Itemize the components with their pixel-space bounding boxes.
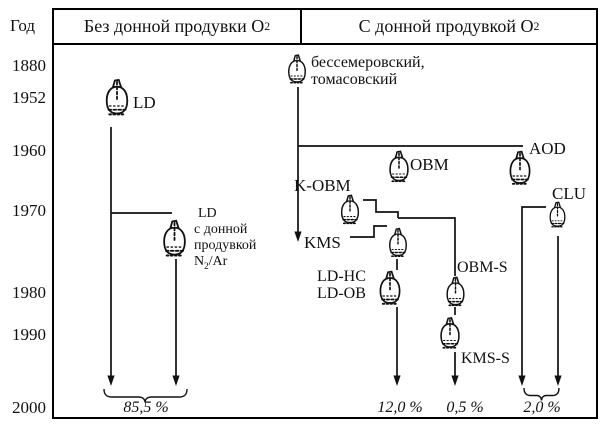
process-label-clu: CLU xyxy=(552,184,586,203)
year-tick-1990: 1990 xyxy=(12,325,46,344)
ld-bottom-line2: с донной xyxy=(194,222,248,237)
year-tick-1880: 1880 xyxy=(12,56,46,75)
percent-ld-family: 12,0 % xyxy=(377,399,423,416)
percent-aod-clu-family: 2,0 % xyxy=(523,399,561,416)
ldhc-ldob-converter-icon xyxy=(375,270,405,308)
ld-bottom-line4: N2/Ar xyxy=(194,254,228,271)
bessemer-line1: бессемеровский, xyxy=(311,54,425,71)
ld-converter-icon xyxy=(102,78,132,119)
process-label-ld: LD xyxy=(133,93,156,112)
obm-converter-icon xyxy=(386,149,412,186)
process-label-ldhc: LD-HC xyxy=(317,268,366,285)
process-label-aod: AOD xyxy=(529,139,566,158)
process-label-obm: OBM xyxy=(410,155,449,174)
column-header-right-text: С донной продувкой O xyxy=(358,16,534,36)
column-header-left-text: Без донной продувки O xyxy=(83,16,265,36)
process-label-kobm: K-OBM xyxy=(294,176,351,195)
year-tick-1960: 1960 xyxy=(12,141,46,160)
clu-converter-icon xyxy=(545,201,570,230)
process-label-bessemer: бессемеровский, томасовский xyxy=(311,54,425,88)
year-tick-2000: 2000 xyxy=(12,398,46,417)
obms-converter-icon xyxy=(441,276,470,309)
bessemer-converter-icon xyxy=(285,52,309,88)
ld-bottom-line3: продувкой xyxy=(194,238,257,253)
percent-no-bottom-blowing: 85,5 % xyxy=(123,399,169,416)
process-label-ld-bottom: LD с донной продувкой N2/Ar xyxy=(194,206,256,274)
ld-bottom-line1: LD xyxy=(198,206,217,221)
oxygen-subscript: 2 xyxy=(264,20,271,33)
year-tick-1952: 1952 xyxy=(12,88,46,107)
oxygen-subscript: 2 xyxy=(533,20,540,33)
year-tick-1980: 1980 xyxy=(12,283,46,302)
year-tick-1970: 1970 xyxy=(12,201,46,220)
process-label-obms: OBM-S xyxy=(457,259,508,276)
process-label-kmss: KMS-S xyxy=(461,350,510,367)
kmss-converter-icon xyxy=(437,315,463,353)
kobm-converter-icon xyxy=(336,194,364,227)
process-label-kms: KMS xyxy=(304,233,341,252)
process-label-ldob: LD-OB xyxy=(317,285,366,302)
bessemer-line2: томасовский xyxy=(311,71,398,88)
kms-converter-icon xyxy=(386,226,410,261)
year-axis-title: Год xyxy=(10,16,35,35)
ld-bottom-converter-icon xyxy=(159,219,190,260)
percent-kms-family: 0,5 % xyxy=(446,399,484,416)
